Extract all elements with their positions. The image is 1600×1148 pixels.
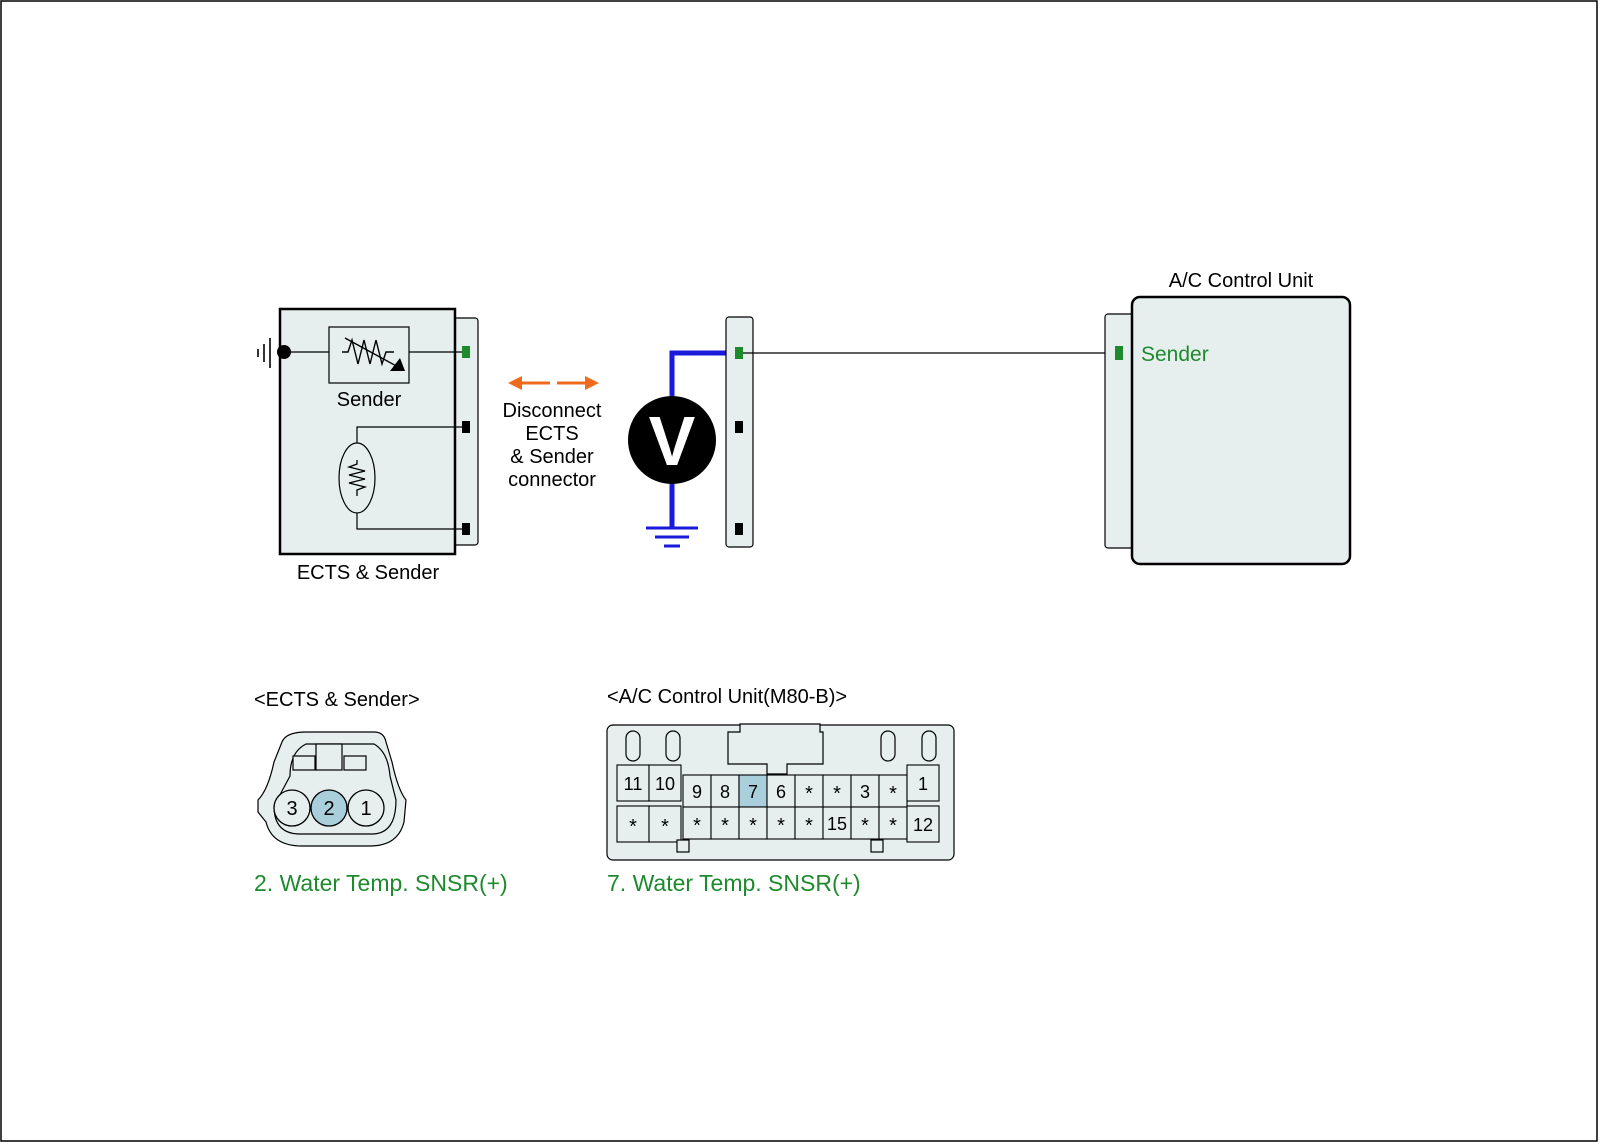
ac-pin-label: * (889, 815, 897, 837)
ac-pin-label: 1 (918, 774, 928, 794)
ac-pin-label: 12 (913, 815, 933, 835)
ac-pin-cell (710, 806, 740, 840)
ects-connector-latch-left (292, 755, 316, 771)
ground-icon (257, 338, 271, 368)
sender-resistor-box (328, 326, 410, 384)
ac-control-unit-title: A/C Control Unit (1169, 270, 1314, 292)
ac-connector-posts (625, 730, 937, 762)
ects-terminal-2 (462, 421, 470, 433)
ac-pin-cell (682, 806, 712, 840)
ects-sender-component: Sender ECTS & Sender (257, 307, 479, 584)
ac-sender-terminal (1115, 346, 1123, 360)
instruction-line-3: & Sender (510, 446, 594, 468)
right-arrow-icon (585, 376, 599, 390)
ac-pin-label: 7 (748, 782, 758, 802)
ac-pin-cell (648, 805, 682, 843)
left-arrow-icon (508, 376, 522, 390)
harness-connector (725, 316, 754, 548)
ac-pin-label: 10 (655, 774, 675, 794)
ac-connector-tab-right (870, 839, 884, 853)
ac-pin-label: * (889, 783, 897, 805)
instruction-line-4: connector (508, 469, 596, 491)
ac-pin-label: * (805, 783, 813, 805)
ac-pin-label: * (749, 815, 757, 837)
ects-pin-label: 1 (360, 798, 371, 820)
thermistor-icon (338, 442, 376, 514)
ac-pin-cell (906, 764, 940, 802)
voltmeter: V (628, 350, 738, 548)
variable-resistor-icon (342, 337, 394, 367)
harness-terminal-3 (735, 523, 743, 535)
ac-pin-label: * (777, 815, 785, 837)
ac-connector-key (727, 723, 824, 775)
ac-pin-cell (616, 805, 650, 843)
ac-pin-label: * (833, 783, 841, 805)
ac-pin-cell (822, 774, 852, 808)
instruction-line-1: Disconnect (503, 400, 602, 422)
ac-pin-cell (794, 806, 824, 840)
ac-pin-label: 9 (692, 782, 702, 802)
ac-pin-cell (648, 764, 682, 802)
ects-terminal-1 (462, 346, 470, 358)
ac-pin-cell (738, 774, 768, 808)
ac-pin-label: * (805, 815, 813, 837)
ac-pin-label: 6 (776, 782, 786, 802)
ac-pin-label: * (693, 815, 701, 837)
ects-connector-view: <ECTS & Sender> 3 2 1 2. Water Temp. SNS… (254, 689, 508, 896)
sender-label: Sender (337, 389, 402, 411)
ects-pin-label: 2 (323, 798, 334, 820)
ac-connector-caption: 7. Water Temp. SNSR(+) (607, 870, 861, 896)
ac-connector-tab-left (676, 839, 690, 853)
instruction-line-2: ECTS (525, 423, 578, 445)
ac-control-unit-box (1130, 295, 1352, 566)
variable-resistor-arrowhead (390, 358, 405, 371)
ects-pin-2 (310, 789, 348, 827)
ac-pin-cell (682, 774, 712, 808)
ac-pin-label: 3 (860, 782, 870, 802)
disconnect-instruction: Disconnect ECTS & Sender connector (503, 400, 602, 491)
ac-pin-label: 8 (720, 782, 730, 802)
ac-pin-cell (822, 806, 852, 840)
ac-pin-label: * (661, 816, 669, 838)
harness-terminal-2 (735, 421, 743, 433)
ac-pin-cell (616, 764, 650, 802)
voltmeter-probe-wire (669, 350, 738, 400)
ects-pin-1 (347, 789, 385, 827)
ects-connector-caption: 2. Water Temp. SNSR(+) (254, 870, 508, 896)
ac-control-unit: A/C Control Unit Sender (1104, 270, 1352, 566)
thermistor-resistor-zigzag (346, 460, 368, 496)
ac-pin-cell (766, 774, 796, 808)
ects-pin-label: 3 (286, 798, 297, 820)
disconnect-arrows (508, 376, 599, 390)
ects-terminal-3 (462, 523, 470, 535)
harness-terminal-1 (735, 347, 743, 359)
ac-pin-label: * (861, 815, 869, 837)
ac-connector-title: <A/C Control Unit(M80-B)> (607, 686, 847, 708)
ects-pin-row: 3 2 1 (273, 789, 385, 827)
ac-sender-terminal-label: Sender (1141, 343, 1209, 366)
ects-pin-3 (273, 789, 311, 827)
ects-connector-title: <ECTS & Sender> (254, 689, 420, 711)
voltmeter-icon (628, 396, 716, 484)
ects-connector-latch-right (343, 755, 367, 771)
ac-pin-cell (906, 805, 940, 843)
ac-pin-label: 15 (827, 814, 847, 834)
ects-sender-box-label: ECTS & Sender (297, 562, 440, 584)
ects-connector-latch (315, 743, 343, 771)
ac-pin-label: * (629, 816, 637, 838)
ac-pin-label: * (721, 815, 729, 837)
voltmeter-ground-icon (646, 526, 698, 548)
voltmeter-symbol: V (649, 402, 696, 480)
ac-pin-label: 11 (624, 774, 643, 794)
variable-resistor-arrow-line (344, 337, 401, 369)
